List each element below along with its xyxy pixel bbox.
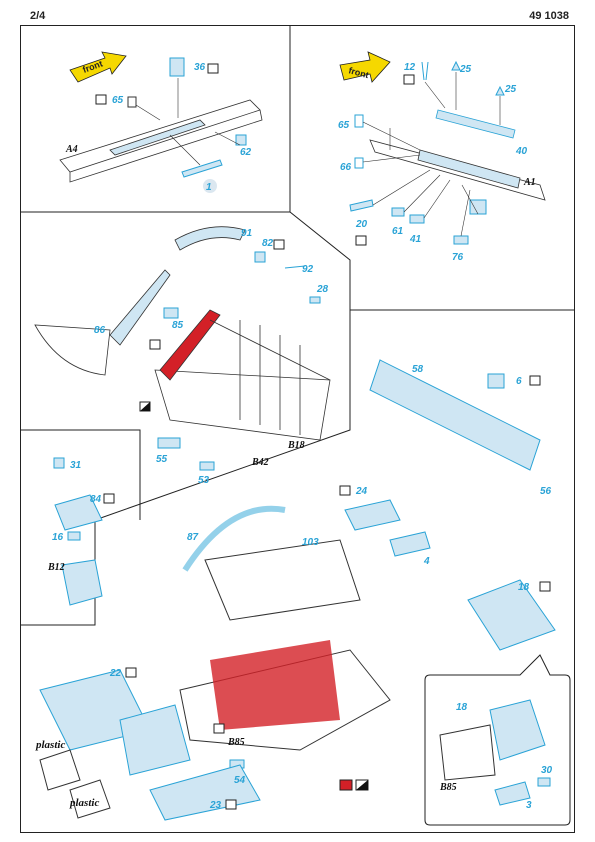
svg-text:23: 23: [209, 800, 222, 811]
svg-text:56: 56: [540, 486, 552, 497]
svg-text:B12: B12: [47, 562, 65, 573]
page-number: 2/4: [30, 10, 46, 22]
svg-text:30: 30: [541, 765, 553, 776]
svg-text:18: 18: [456, 702, 468, 713]
front-arrow-left: front: [69, 51, 127, 83]
svg-text:plastic: plastic: [69, 797, 99, 809]
svg-text:16: 16: [52, 532, 64, 543]
page-frame: [20, 25, 575, 833]
svg-text:22: 22: [109, 668, 122, 679]
svg-text:24: 24: [355, 486, 368, 497]
svg-text:58: 58: [412, 364, 424, 375]
svg-text:B18: B18: [287, 440, 305, 451]
svg-text:plastic: plastic: [35, 739, 65, 751]
svg-text:18: 18: [518, 582, 530, 593]
svg-text:91: 91: [241, 228, 253, 239]
svg-text:12: 12: [404, 62, 416, 73]
svg-text:28: 28: [316, 284, 329, 295]
svg-text:87: 87: [187, 532, 199, 543]
ref-label: A4: [65, 144, 78, 155]
part-label: 65: [112, 95, 124, 106]
svg-text:103: 103: [302, 537, 319, 548]
part-label: 36: [194, 62, 206, 73]
svg-text:3: 3: [526, 800, 532, 811]
svg-text:A1: A1: [523, 177, 536, 188]
svg-text:66: 66: [340, 162, 352, 173]
svg-text:6: 6: [516, 376, 522, 387]
svg-text:85: 85: [172, 320, 184, 331]
part-label: 1: [206, 182, 212, 193]
svg-text:40: 40: [515, 146, 528, 157]
hull-rail-a4: [59, 99, 263, 183]
svg-text:B85: B85: [227, 737, 245, 748]
svg-text:25: 25: [504, 84, 517, 95]
part-label: 62: [240, 147, 252, 158]
svg-text:4: 4: [423, 556, 430, 567]
svg-text:54: 54: [234, 775, 246, 786]
front-arrow-right: front: [339, 51, 391, 83]
svg-text:84: 84: [90, 494, 102, 505]
svg-text:B85: B85: [439, 782, 457, 793]
svg-text:20: 20: [355, 219, 368, 230]
svg-text:25: 25: [459, 64, 472, 75]
svg-text:86: 86: [94, 325, 106, 336]
svg-text:76: 76: [452, 252, 464, 263]
svg-text:82: 82: [262, 238, 274, 249]
svg-text:55: 55: [156, 454, 168, 465]
svg-text:65: 65: [338, 120, 350, 131]
svg-text:53: 53: [198, 475, 210, 486]
svg-text:92: 92: [302, 264, 314, 275]
svg-text:B42: B42: [251, 457, 269, 468]
kit-code: 49 1038: [529, 10, 569, 22]
svg-text:41: 41: [409, 234, 422, 245]
svg-text:31: 31: [70, 460, 82, 471]
svg-text:61: 61: [392, 226, 404, 237]
